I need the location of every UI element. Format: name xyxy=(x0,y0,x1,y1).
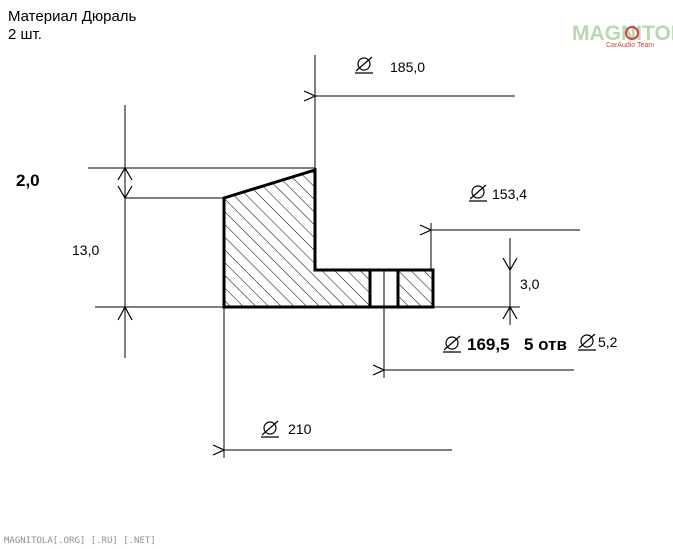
diameter-icon xyxy=(355,56,373,74)
part-section xyxy=(222,167,435,378)
footer-sites: MAGNITOLA[.ORG] [.RU] [.NET] xyxy=(4,536,156,546)
dim-thickness-3: 3,0 xyxy=(520,276,540,292)
logo-tagline: CarAudio Team xyxy=(606,42,654,49)
logo-ring-icon xyxy=(625,26,639,40)
h2-arrow-top xyxy=(117,166,133,181)
dimension-arrows xyxy=(117,166,518,321)
t3-arrow-top xyxy=(502,257,518,272)
material-label: Материал Дюраль xyxy=(8,8,137,25)
section-hatch xyxy=(224,170,433,307)
dim-height-2: 2,0 xyxy=(16,171,40,190)
dim-height-13: 13,0 xyxy=(72,242,99,258)
dim-hole-d52: 5,2 xyxy=(598,334,618,350)
logo-text: MAGNITOLA xyxy=(572,22,673,45)
magnitola-logo: MAGNITOLA CarAudio Team xyxy=(572,22,673,49)
dim-holes-count: 5 отв xyxy=(524,335,567,354)
quantity-label: 2 шт. xyxy=(8,26,42,43)
diameter-icon xyxy=(469,184,487,202)
h13-arrow-bottom xyxy=(117,305,133,321)
diameter-icon xyxy=(443,335,461,353)
h2-arrow-bottom xyxy=(117,185,133,200)
diameter-icon xyxy=(578,333,596,351)
dim-d169: 169,5 xyxy=(467,335,510,354)
dim-d210: 210 xyxy=(288,421,312,437)
diameter-icon xyxy=(261,420,279,438)
t3-arrow-bottom xyxy=(502,305,518,320)
dim-d153: 153,4 xyxy=(492,186,527,202)
dim-d185: 185,0 xyxy=(390,59,425,75)
extension-lines xyxy=(88,55,520,458)
